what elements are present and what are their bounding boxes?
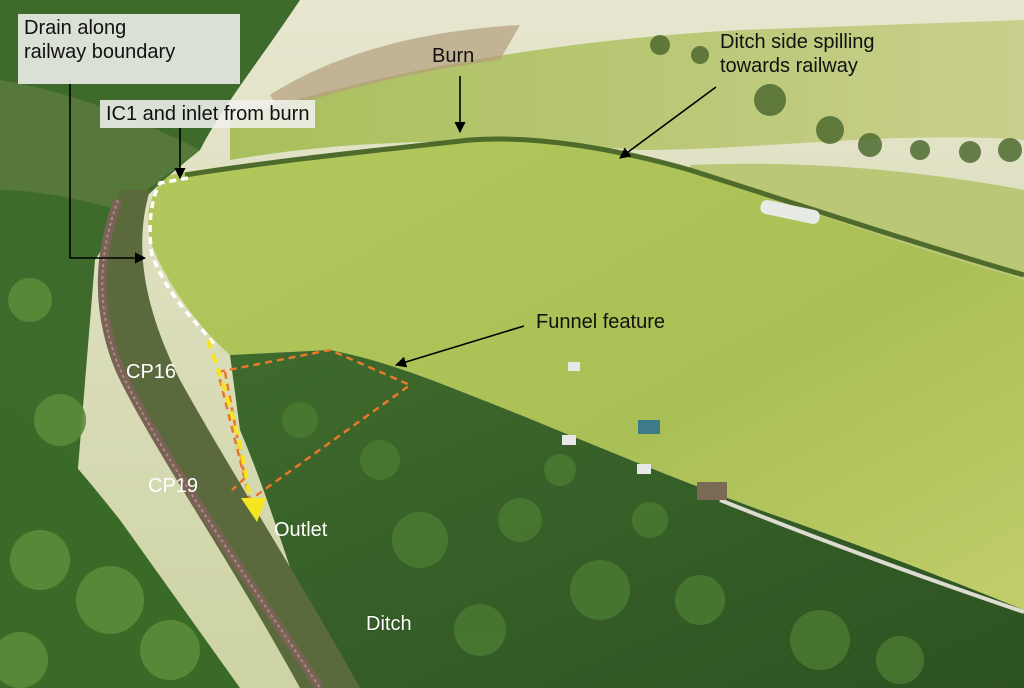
compound (697, 482, 727, 500)
drain-label-line-1: Drain along (24, 17, 127, 39)
funnel-leader-arrow (394, 325, 525, 368)
drain-leader-arrow (69, 80, 147, 264)
trailer-1 (562, 435, 576, 445)
railway-cutting (99, 190, 360, 688)
outlet-label: Outlet (274, 519, 328, 541)
funnel-label: Funnel feature (536, 311, 665, 333)
ditch-label: Ditch (366, 613, 412, 635)
trailer-3 (637, 464, 651, 474)
funnel-dashed-outline (216, 348, 413, 503)
lower-woodland (230, 350, 1024, 688)
polytunnel (760, 200, 820, 224)
ditch-side-label-line-1: Ditch side spilling (720, 31, 875, 53)
farm-track (719, 498, 1024, 614)
drain-label-line-2: railway boundary (24, 41, 176, 63)
drain-dashed-line (148, 176, 217, 347)
railway-rails (101, 199, 321, 688)
flow-dashed-line (206, 339, 252, 501)
left-tree-canopy (0, 278, 200, 688)
drain-label: Drain along railway boundary (18, 14, 240, 84)
tree-canopy (282, 402, 924, 684)
flow-arrowhead (241, 498, 266, 522)
ditch-side-label-line-2: towards railway (720, 55, 858, 77)
burn-label: Burn (432, 45, 475, 67)
left-slope (0, 80, 200, 210)
main-field (148, 139, 1024, 610)
ic1-label: IC1 and inlet from burn (100, 100, 316, 128)
cp16-label: CP16 (126, 361, 177, 383)
ditch-side-leader-arrow (619, 86, 717, 159)
ditch-side-label: Ditch side spilling towards railway (720, 30, 875, 78)
cp19-label: CP19 (148, 475, 199, 497)
distant-trees (650, 35, 1022, 163)
brown-field (270, 25, 520, 110)
burn-hedgerow (184, 136, 1024, 278)
van (638, 420, 660, 434)
bottom-left-woodland (0, 400, 240, 688)
trailer-2 (568, 362, 580, 371)
